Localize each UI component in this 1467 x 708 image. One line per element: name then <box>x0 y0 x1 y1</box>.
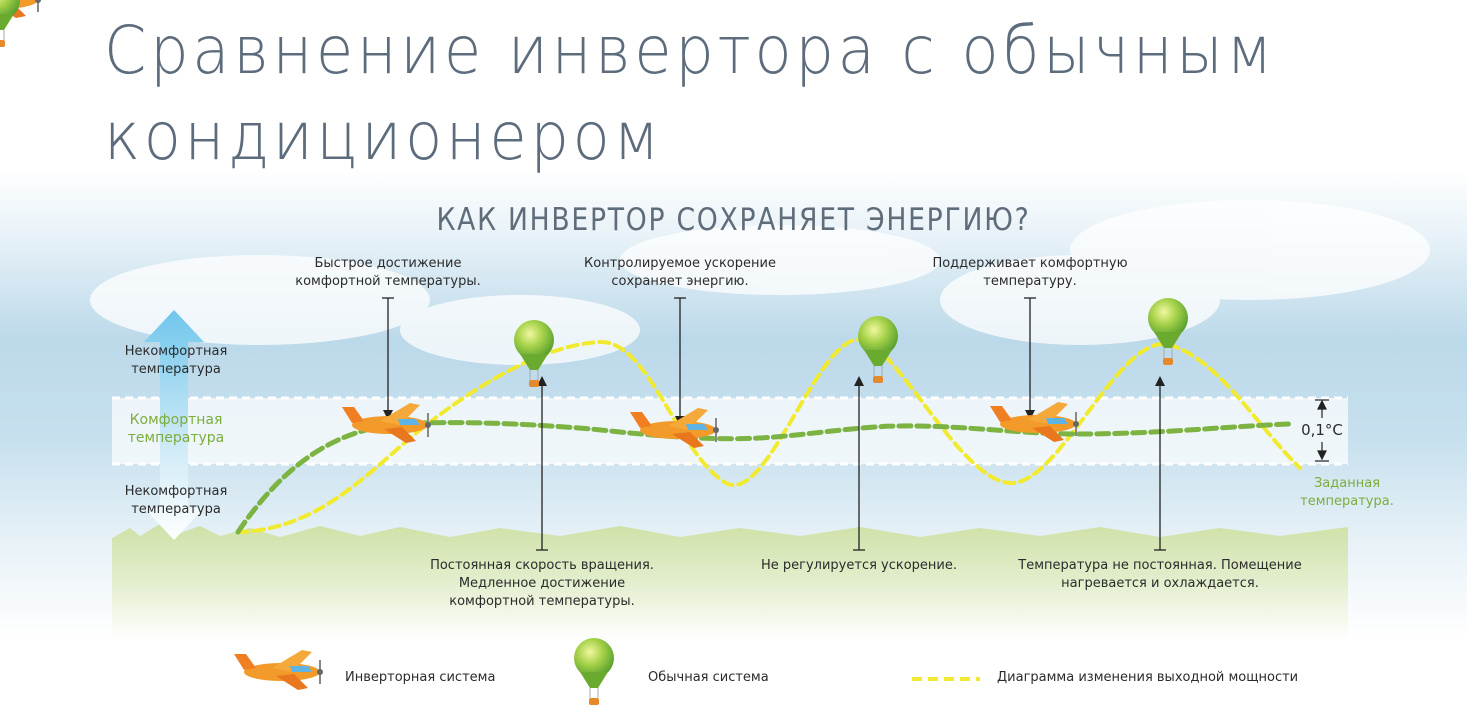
legend-power-label: Диаграмма изменения выходной мощности <box>997 670 1299 685</box>
page-title: Сравнение инвертора с обычным кондиционе… <box>104 12 1276 175</box>
callout-lines-top <box>382 297 1036 420</box>
conventional-power-curve <box>236 337 1302 534</box>
conventional-balloon-icon-2 <box>857 315 899 384</box>
conventional-balloon-icon-1 <box>513 319 555 388</box>
callout-maintains: Поддерживает комфортную температуру. <box>932 256 1128 289</box>
conventional-balloon-icon <box>0 0 20 47</box>
tolerance-bracket <box>1315 399 1329 462</box>
legend-balloon-icon <box>573 637 615 706</box>
inverter-curve <box>235 420 1293 535</box>
legend-conventional-label: Обычная система <box>648 670 769 685</box>
callout-lines-bottom <box>536 382 1166 551</box>
callout-no-regulation: Не регулируется ускорение. <box>760 558 958 573</box>
zone-uncomfortable-top: Некомфортная температура <box>124 344 228 377</box>
inverter-plane-icon-1 <box>341 402 432 444</box>
legend-plane-icon <box>233 649 324 691</box>
temperature-arrow <box>144 310 204 540</box>
tolerance-label: 0,1°C <box>1301 421 1343 439</box>
conventional-balloon-icon-3 <box>1147 297 1189 366</box>
zone-uncomfortable-bottom: Некомфортная температура <box>124 484 228 517</box>
callout-constant-speed: Постоянная скорость вращения. Медленное … <box>430 558 654 609</box>
callout-not-constant: Температура не постоянная. Помещение наг… <box>1018 558 1302 591</box>
callout-controlled: Контролируемое ускорение сохраняет энерг… <box>584 256 776 289</box>
page-subtitle: КАК ИНВЕРТОР СОХРАНЯЕТ ЭНЕРГИЮ? <box>436 202 1031 238</box>
zone-comfortable: Комфортная температура <box>127 412 225 446</box>
setpoint-label: Заданная температура. <box>1300 476 1394 509</box>
callout-arrowheads-bottom <box>537 376 1165 386</box>
inverter-plane-icon-2 <box>629 407 720 449</box>
legend-inverter-label: Инверторная система <box>345 670 496 685</box>
callout-fast: Быстрое достижение комфортной температур… <box>295 256 481 289</box>
